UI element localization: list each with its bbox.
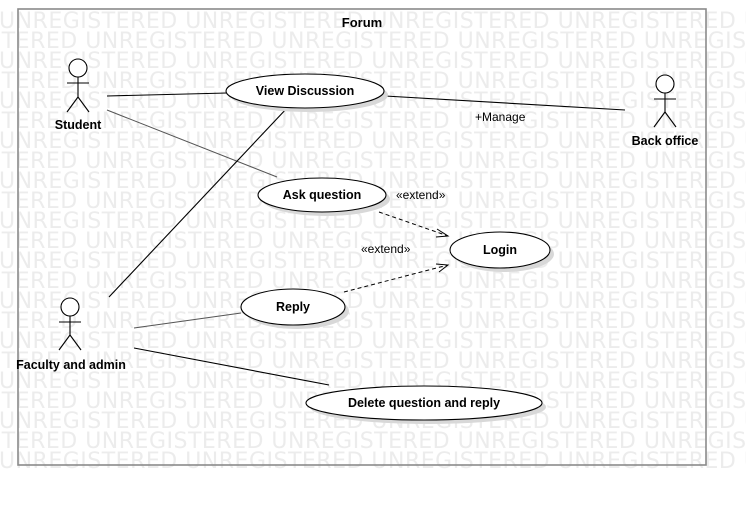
- student-right-leg: [77, 96, 90, 113]
- back-office-right-leg: [664, 111, 677, 128]
- faculty-admin-right-leg: [69, 334, 82, 351]
- watermark-row: UNREGISTERED UNREGISTERED UNREGISTERED U…: [0, 229, 746, 254]
- watermark-row: UNREGISTERED UNREGISTERED UNREGISTERED U…: [0, 429, 746, 454]
- faculty-admin-left-leg: [58, 334, 71, 351]
- extend-dependencies: [343, 211, 450, 293]
- watermark-row: UNREGISTERED UNREGISTERED UNREGISTERED U…: [0, 249, 746, 274]
- actor-back-office[interactable]: Back office: [632, 74, 699, 148]
- reply-label: Reply: [276, 300, 310, 314]
- actor-faculty-and-admin[interactable]: Faculty and admin: [16, 297, 126, 372]
- assoc-student-ask-question[interactable]: [106, 109, 278, 178]
- back-office-label: Back office: [632, 134, 699, 148]
- student-head: [68, 58, 88, 78]
- watermark-row: UNREGISTERED UNREGISTERED UNREGISTERED U…: [0, 329, 746, 354]
- student-left-leg: [66, 96, 79, 113]
- login-ellipse: [449, 231, 551, 269]
- ask-question-ellipse: [257, 177, 387, 213]
- watermark-row: UNREGISTERED UNREGISTERED UNREGISTERED U…: [0, 9, 746, 34]
- delete-question-reply-label: Delete question and reply: [348, 396, 500, 410]
- extend-reply-line: [343, 264, 449, 293]
- watermark-row: UNREGISTERED UNREGISTERED UNREGISTERED U…: [0, 129, 746, 154]
- extend-ask-line: [378, 211, 449, 237]
- watermark-row: UNREGISTERED UNREGISTERED UNREGISTERED U…: [0, 49, 746, 74]
- assoc-student-view-discussion[interactable]: [106, 92, 228, 97]
- view-discussion-ellipse: [225, 73, 385, 109]
- assoc-faculty-reply[interactable]: [133, 312, 242, 329]
- extend-label-reply: «extend»: [361, 242, 411, 256]
- extend-reply-to-login[interactable]: [343, 263, 450, 293]
- watermark-row: UNREGISTERED UNREGISTERED UNREGISTERED U…: [0, 149, 746, 174]
- use-case-login[interactable]: Login: [449, 231, 554, 272]
- extend-ask-arrowhead: [435, 228, 450, 238]
- use-case-ask-question[interactable]: Ask question: [257, 177, 390, 216]
- boundary-title: Forum: [342, 15, 382, 30]
- reply-ellipse: [240, 288, 346, 326]
- back-office-head: [655, 74, 675, 94]
- watermark-row: UNREGISTERED UNREGISTERED UNREGISTERED U…: [0, 109, 746, 134]
- view-discussion-label: View Discussion: [256, 84, 354, 98]
- associations: [106, 92, 626, 386]
- login-label: Login: [483, 243, 517, 257]
- back-office-left-leg: [653, 111, 666, 128]
- watermark-row: UNREGISTERED UNREGISTERED UNREGISTERED U…: [0, 29, 746, 54]
- use-case-reply[interactable]: Reply: [240, 288, 349, 329]
- student-label: Student: [55, 118, 102, 132]
- use-case-delete-question-reply[interactable]: Delete question and reply: [305, 385, 546, 424]
- watermark-row: UNREGISTERED UNREGISTERED UNREGISTERED U…: [0, 209, 746, 234]
- assoc-faculty-view-discussion[interactable]: [108, 106, 289, 298]
- assoc-faculty-delete[interactable]: [133, 347, 330, 386]
- faculty-admin-head: [60, 297, 80, 317]
- assoc-view-discussion-back-office[interactable]: [384, 95, 626, 111]
- boundary-frame: [17, 8, 707, 466]
- extend-label-ask: «extend»: [396, 188, 446, 202]
- ask-question-label: Ask question: [283, 188, 362, 202]
- faculty-admin-label: Faculty and admin: [16, 358, 126, 372]
- extend-reply-arrowhead: [435, 263, 450, 273]
- unregistered-watermark: UNREGISTERED UNREGISTERED UNREGISTERED U…: [0, 9, 746, 474]
- use-case-view-discussion[interactable]: View Discussion: [225, 73, 388, 112]
- watermark-row: UNREGISTERED UNREGISTERED UNREGISTERED U…: [0, 289, 746, 314]
- manage-label: +Manage: [475, 110, 526, 124]
- actor-student[interactable]: Student: [55, 58, 102, 132]
- system-boundary[interactable]: Forum: [17, 8, 707, 466]
- watermark-row: UNREGISTERED UNREGISTERED UNREGISTERED U…: [0, 449, 746, 474]
- watermark-row: UNREGISTERED UNREGISTERED UNREGISTERED U…: [0, 309, 746, 334]
- delete-question-reply-ellipse: [305, 385, 543, 421]
- watermark-row: UNREGISTERED UNREGISTERED UNREGISTERED U…: [0, 349, 746, 374]
- extend-ask-to-login[interactable]: [378, 211, 450, 238]
